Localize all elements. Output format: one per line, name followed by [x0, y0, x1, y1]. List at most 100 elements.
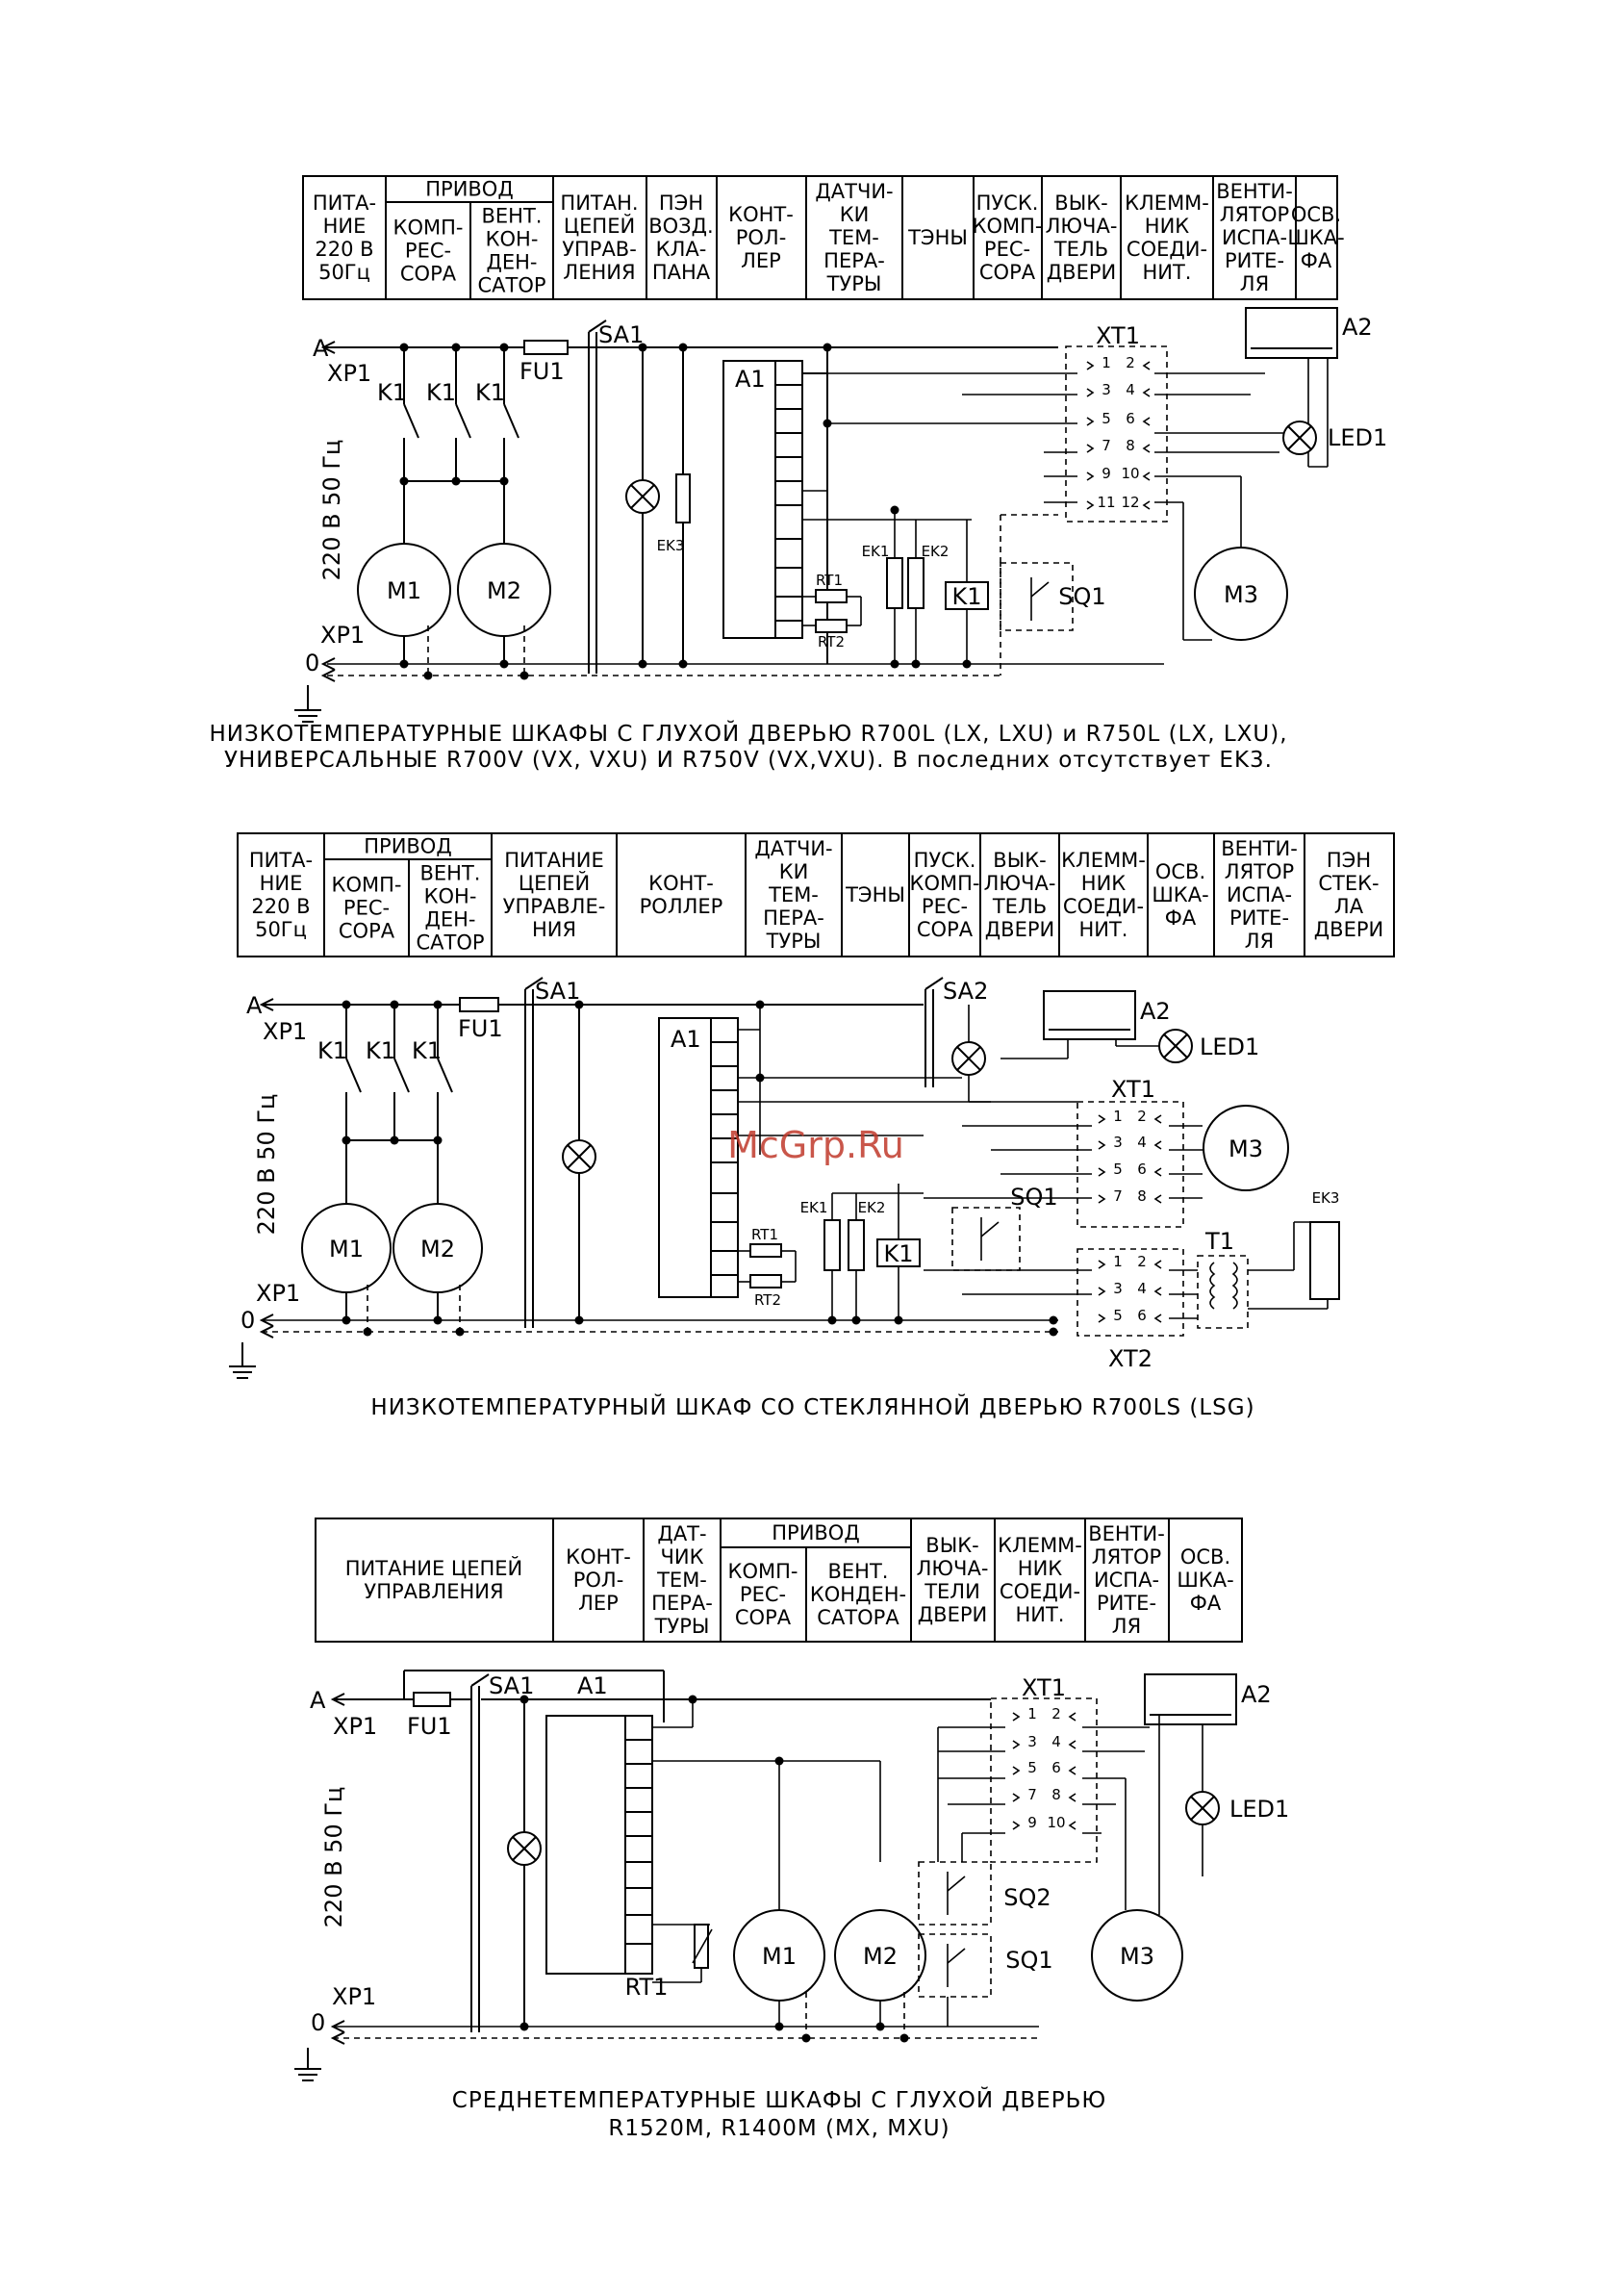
heater-ek1 — [886, 557, 903, 609]
door-switch-sq1 — [918, 1933, 992, 1998]
d3-terminal-label: 6 — [1051, 1759, 1061, 1776]
d2-header-cell-11: ОСВ. — [1155, 860, 1205, 883]
d1-terminal-marker — [1086, 361, 1151, 370]
d3-header-cell-2: ЧИК — [660, 1545, 703, 1569]
d2-header-cell-10: СОЕДИ- — [1063, 895, 1144, 918]
door-switch-sq1 — [951, 1207, 1021, 1271]
d2-header-cell-12: ЛЯТОР — [1225, 860, 1294, 883]
d2-xt2-terminal-label: 6 — [1137, 1307, 1147, 1324]
sensor-rt1 — [694, 1924, 709, 1969]
d2-caption-line-1: НИЗКОТЕМПЕРАТУРНЫЙ ШКАФ СО СТЕКЛЯННОЙ ДВ… — [370, 1393, 1254, 1420]
d2-header-cell-10: НИК — [1081, 872, 1127, 895]
d2-header-cell-10: КЛЕММ- — [1061, 849, 1146, 872]
d3-header-cell-1: ЛЕР — [578, 1592, 619, 1615]
d2-header-cell-0: 50Гц — [255, 918, 307, 941]
d1-header-cell-2: РЕС- — [405, 240, 451, 263]
d2-xt2-terminal-label: 3 — [1113, 1280, 1123, 1297]
d1-label-ek2: EK2 — [922, 543, 950, 560]
sensor-rt1 — [749, 1243, 782, 1258]
d1-terminal-label: 2 — [1126, 354, 1135, 371]
d1-header-cell-2: КОМП- — [393, 217, 464, 240]
d1-header-cell-9: ПУСК. — [976, 191, 1039, 215]
diagram-3 — [294, 1518, 1243, 2081]
d1-label-led1: LED1 — [1328, 424, 1387, 451]
d2-header-cell-11: ФА — [1165, 906, 1197, 930]
d1-label-xt1: XT1 — [1096, 322, 1140, 349]
d1-label-a1: A1 — [735, 366, 766, 393]
d1-header-cell-4: УПРАВ- — [562, 238, 637, 261]
d2-header-cell-12: РИТЕ- — [1229, 906, 1289, 930]
d1-header-cell-3: САТОР — [477, 274, 545, 297]
heater-ek1 — [823, 1219, 841, 1271]
d2-terminal-label: 2 — [1137, 1108, 1147, 1125]
d2-label-led1: LED1 — [1200, 1033, 1259, 1060]
display-a2 — [1043, 990, 1136, 1040]
terminal-block-xt1 — [1076, 1101, 1184, 1228]
d3-terminal-label: 7 — [1027, 1786, 1037, 1803]
d2-header-cell-6: ТУРЫ — [766, 930, 822, 953]
d1-terminal-label: 1 — [1102, 354, 1111, 371]
d3-header-cell-4: РЕС- — [740, 1583, 786, 1606]
sensor-rt1 — [815, 589, 848, 603]
d3-terminal-label: 4 — [1051, 1733, 1061, 1750]
d2-label-m1: M1 — [329, 1236, 364, 1263]
d1-header-cell-12: ЛЯТОР — [1220, 203, 1289, 226]
motor-m3 — [1091, 1909, 1183, 2002]
heater-ek2 — [848, 1219, 865, 1271]
d1-header-cell-4: ПИТАН. — [560, 191, 638, 215]
d1-terminal-label: 8 — [1126, 437, 1135, 454]
d2-label-a: A — [246, 992, 263, 1019]
d2-header-cell-7: ТЭНЫ — [845, 883, 905, 906]
d1-header-cell-11: НИК — [1145, 215, 1190, 238]
d2-terminal-marker — [1098, 1140, 1162, 1150]
d2-label-k1-coil: K1 — [883, 1240, 913, 1267]
d1-header-cell-10: ВЫК- — [1054, 191, 1107, 215]
d1-header-cell-10: ТЕЛЬ — [1053, 238, 1108, 261]
d1-header-cell-6: КОНТ- — [728, 203, 794, 226]
d2-header-cell-3: КОН- — [424, 885, 477, 908]
d3-terminal-marker — [1012, 1740, 1076, 1749]
d3-header-cell-0: ПИТАНИЕ ЦЕПЕЙ — [345, 1556, 522, 1580]
d2-terminal-label: 7 — [1113, 1187, 1123, 1205]
d2-header-cell-0: НИЕ — [260, 872, 303, 895]
d3-terminal-marker — [1012, 1793, 1076, 1802]
watermark-text: McGrp.Ru — [727, 1124, 904, 1166]
d2-header-cell-12: ВЕНТИ- — [1221, 837, 1298, 860]
d2-terminal-label: 6 — [1137, 1161, 1147, 1178]
d2-terminal-label: 4 — [1137, 1134, 1147, 1151]
d1-header-cell-3: КОН- — [486, 228, 539, 251]
d2-label-ek1: EK1 — [800, 1199, 828, 1216]
door-switch-sq1 — [1000, 562, 1074, 631]
fuse-fu1 — [523, 340, 569, 355]
d3-header-cell-8: ЛЯ — [1112, 1615, 1141, 1638]
d3-header-cell-7: НИК — [1018, 1557, 1063, 1580]
d1-header-cell-5: КЛА- — [656, 238, 707, 261]
d2-header-cell-0: ПИТА- — [249, 849, 313, 872]
d2-header-cell-2: РЕС- — [343, 897, 390, 920]
d3-header-cell-1: РОЛ- — [573, 1569, 624, 1592]
d3-caption-line-2: R1520M, R1400M (MX, MXU) — [608, 2116, 950, 2141]
sensor-rt2 — [749, 1274, 782, 1288]
d1-header-cell-5: ВОЗД. — [648, 215, 713, 238]
d1-terminal-marker — [1086, 417, 1151, 426]
controller-a1 — [658, 1017, 739, 1298]
d3-header-cell-7: СОЕДИ- — [1000, 1580, 1080, 1603]
d1-header-cell-12: ИСПА- — [1222, 226, 1287, 249]
d2-xt2-terminal-label: 1 — [1113, 1253, 1123, 1270]
d1-header-cell-3: ВЕНТ. — [482, 205, 543, 228]
d2-header-cell-4: НИЯ — [532, 918, 576, 941]
d3-header-cell-6: ЛЮЧА- — [917, 1557, 989, 1580]
d2-label-k1: K1 — [317, 1037, 347, 1064]
d1-label-ek3: EK3 — [657, 537, 685, 554]
d1-header-cell-7: ТЕМ- — [828, 226, 879, 249]
d1-terminal-marker — [1086, 472, 1151, 481]
d1-header-cell-10: ДВЕРИ — [1047, 261, 1116, 284]
d1-label-m3: M3 — [1224, 581, 1258, 608]
d1-terminal-marker — [1086, 444, 1151, 453]
d3-header-cell-1: КОНТ- — [566, 1545, 631, 1569]
d1-header-cell-0: 50Гц — [318, 261, 370, 284]
d1-label-fu1: FU1 — [519, 358, 565, 385]
d1-terminal-label: 6 — [1126, 410, 1135, 427]
d1-header-cell-5: ПЭН — [659, 191, 703, 215]
